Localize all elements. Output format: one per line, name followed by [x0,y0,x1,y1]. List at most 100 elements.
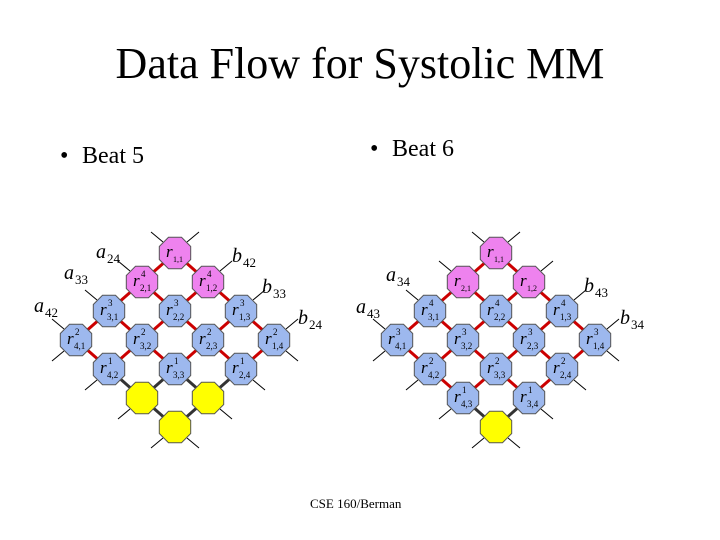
pe-superscript: 3 [528,327,533,337]
pe-label: r [199,271,206,290]
pe-subscript: 2,4 [560,370,572,380]
pe-superscript: 2 [429,356,434,366]
pe-octagon [224,352,258,386]
pe-subscript: 2,1 [140,283,151,293]
pe-label: r [520,329,527,348]
pe-octagon [191,381,225,415]
pe-octagon [479,236,513,270]
pe-superscript: 4 [495,298,500,308]
matrix-element-label: b [262,276,272,298]
io-stub [219,408,233,420]
io-stub [405,379,419,391]
pe-superscript: 2 [207,327,212,337]
pe-superscript: 1 [240,356,245,366]
matrix-element-label: a [356,296,366,318]
matrix-element-label: b [620,307,630,329]
pe-octagon [158,236,192,270]
pe-subscript: 4,1 [395,341,406,351]
pe-octagon [446,323,480,357]
matrix-element-subscript: 33 [75,272,88,287]
pe-superscript: 3 [594,327,599,337]
pe-label: r [232,300,239,319]
pe-subscript: 1,4 [593,341,605,351]
pe-superscript: 3 [240,298,245,308]
pe-label: r [67,329,74,348]
pe-superscript: 3 [462,327,467,337]
io-stub [507,231,521,243]
pe-octagon [59,323,93,357]
io-stub [84,379,98,391]
bullet-label: Beat 5 [82,143,144,169]
pe-superscript: 4 [141,269,146,279]
pe-octagon [479,352,513,386]
io-stub [150,437,164,449]
pe-octagon [224,294,258,328]
io-stub [471,231,485,243]
io-stub [540,408,554,420]
stub-group [372,231,620,449]
pe-subscript: 4,2 [428,370,439,380]
pe-label: r [487,242,494,261]
pe-octagon [512,381,546,415]
pe-subscript: 3,3 [494,370,506,380]
pe-subscript: 2,2 [494,312,505,322]
processing-element [479,410,513,444]
page-title: Data Flow for Systolic MM [115,39,605,88]
io-stub [471,437,485,449]
pe-octagon [446,381,480,415]
io-stub [285,350,299,362]
matrix-element-subscript: 24 [107,251,121,266]
pe-subscript: 3,2 [140,341,151,351]
pe-label: r [388,329,395,348]
matrix-element-subscript: 34 [397,274,411,289]
io-stub [219,260,233,272]
pe-subscript: 4,3 [461,399,473,409]
pe-superscript: 3 [108,298,113,308]
pe-octagon [158,294,192,328]
pe-subscript: 2,3 [206,341,218,351]
matrix-element-label: b [298,307,308,329]
matrix-element-subscript: 34 [631,317,645,332]
io-stub [186,437,200,449]
pe-octagon [479,410,513,444]
io-stub [117,408,131,420]
io-stub [405,289,419,301]
pe-label: r [265,329,272,348]
io-stub [285,318,299,330]
io-stub [117,260,131,272]
io-stub [84,289,98,301]
pe-label: r [520,387,527,406]
matrix-element-label: a [386,264,396,286]
link-group [396,251,596,429]
pe-subscript: 3,3 [173,370,185,380]
pe-octagon [512,265,546,299]
io-stub [573,379,587,391]
pe-label: r [421,300,428,319]
pe-subscript: 3,1 [107,312,118,322]
pe-octagon [92,352,126,386]
pe-superscript: 2 [273,327,278,337]
pe-superscript: 1 [108,356,113,366]
bullet-label: Beat 6 [392,136,454,162]
pe-label: r [133,271,140,290]
io-stub [507,437,521,449]
bullet-beat-6: •Beat 6 [370,135,454,163]
pe-label: r [421,358,428,377]
pe-subscript: 2,1 [461,284,471,293]
pe-subscript: 4,2 [107,370,118,380]
pe-subscript: 3,4 [527,399,539,409]
io-stub [438,408,452,420]
